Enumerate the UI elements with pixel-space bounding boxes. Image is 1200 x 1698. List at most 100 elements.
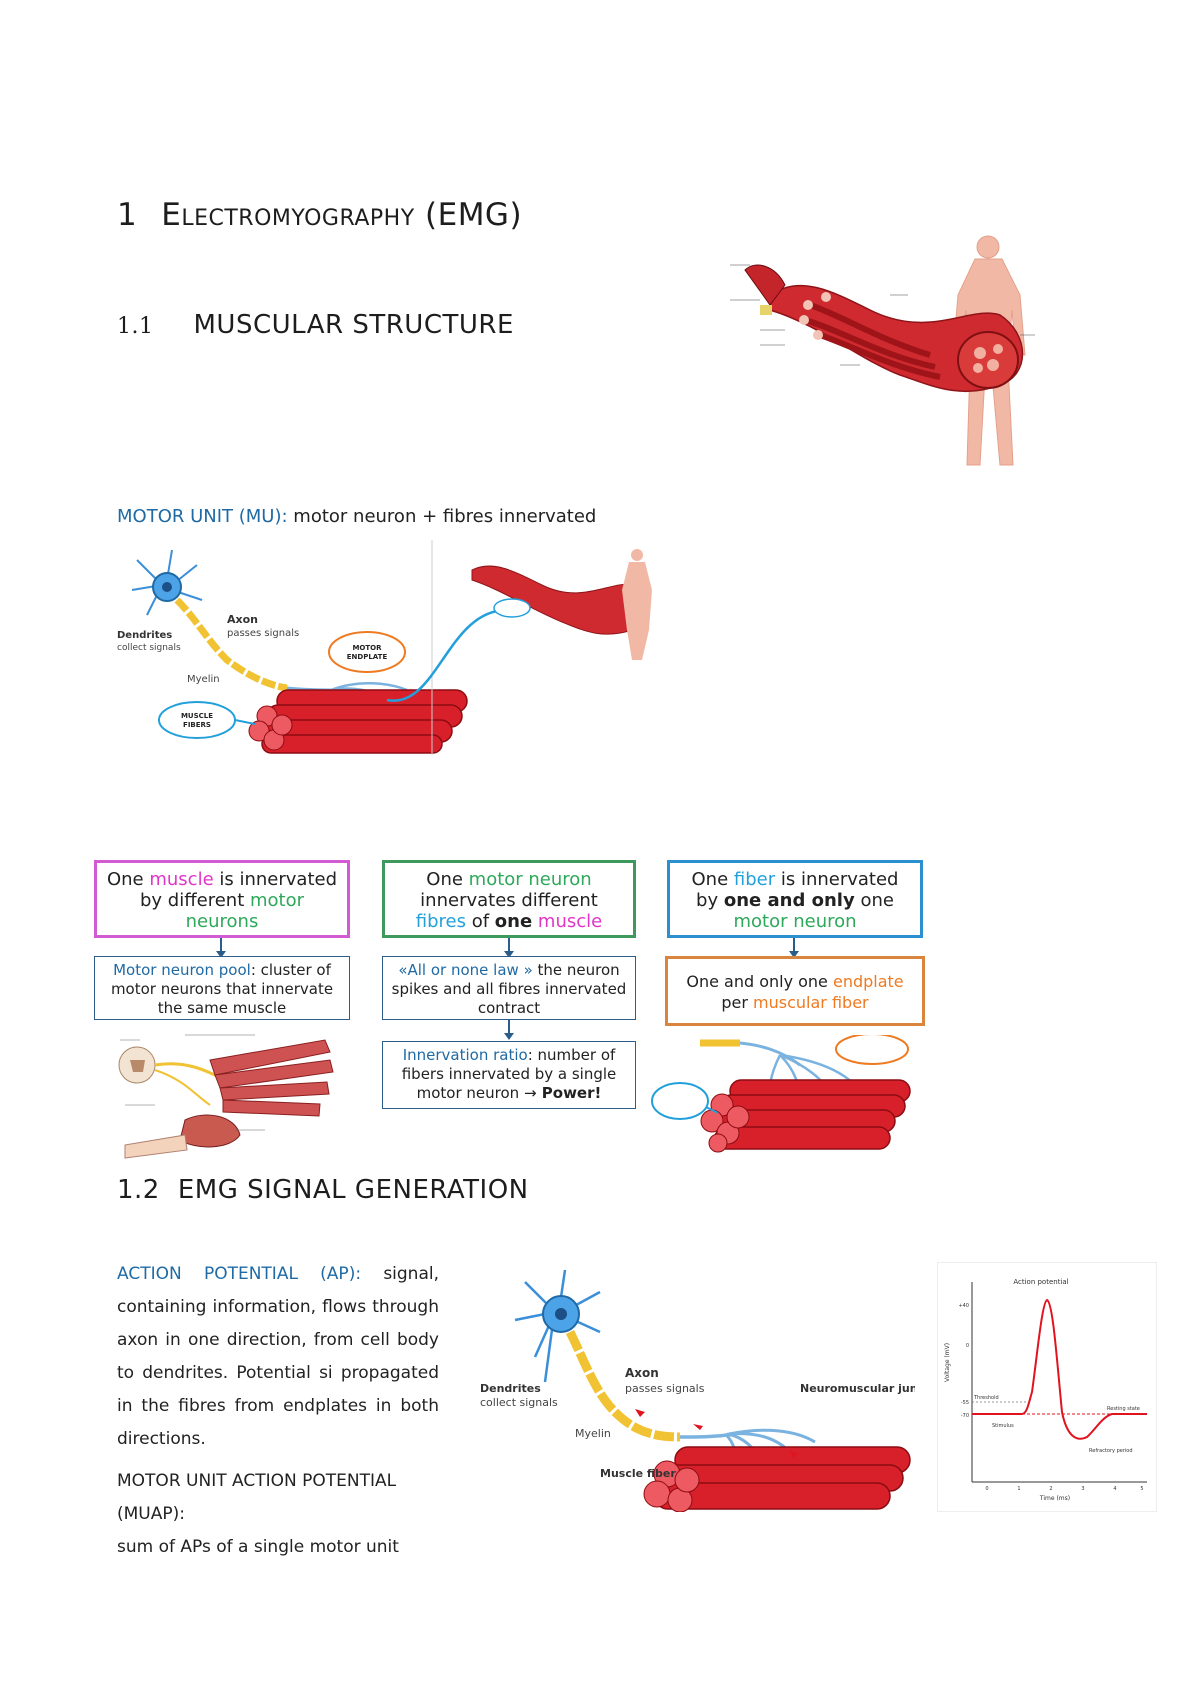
text-part-motor-neuron: motor neuron bbox=[468, 869, 592, 890]
x-tick: 5 bbox=[1140, 1486, 1143, 1492]
arrow-down bbox=[789, 938, 799, 958]
text-part: One bbox=[106, 869, 150, 890]
section-title: MUSCULAR STRUCTURE bbox=[193, 310, 514, 340]
motor-unit-definition: MOTOR UNIT (MU): motor neuron + fibres i… bbox=[117, 506, 596, 527]
section-number: 1.2 bbox=[117, 1175, 160, 1205]
dendrites-sub-label: collect signals bbox=[117, 643, 181, 653]
resting-label: Resting state bbox=[1107, 1406, 1140, 1412]
action-potential-chart: Action potential Voltage (mV) Time (ms) … bbox=[937, 1262, 1157, 1512]
text-part-muscle: muscle bbox=[149, 869, 214, 890]
x-tick: 0 bbox=[985, 1486, 988, 1492]
refractory-label: Refractory period bbox=[1089, 1448, 1133, 1454]
text-part: one bbox=[854, 890, 894, 911]
motor-unit-term: MOTOR UNIT (MU): bbox=[117, 506, 288, 527]
motor-unit-diagram: Axon passes signals Dendrites collect si… bbox=[117, 540, 652, 755]
text-part: is innervated by bbox=[696, 869, 899, 911]
box-muscle-innervation: One muscle is innervated by different mo… bbox=[94, 860, 350, 938]
muscle-anatomy-figure bbox=[730, 235, 1035, 466]
text-part-ratio: Innervation ratio bbox=[402, 1046, 528, 1064]
myelin-label: Myelin bbox=[575, 1427, 611, 1440]
stimulus-label: Stimulus bbox=[992, 1423, 1014, 1429]
dendrites-sub-label: collect signals bbox=[480, 1396, 558, 1409]
text-part-endplate: endplate bbox=[832, 972, 904, 991]
axon-sub-label: passes signals bbox=[227, 628, 299, 639]
text-part: One and only one bbox=[686, 972, 833, 991]
text-part-law: «All or none law » bbox=[398, 961, 533, 979]
section-title: EMG SIGNAL GENERATION bbox=[177, 1175, 529, 1205]
neuromuscular-junction-diagram: Axon passes signals Dendrites collect si… bbox=[480, 1269, 915, 1512]
chart-xlabel: Time (ms) bbox=[1039, 1495, 1070, 1502]
section-number: 1.1 bbox=[117, 314, 154, 339]
dendrites-label: Dendrites bbox=[117, 630, 172, 641]
action-potential-term: ACTION POTENTIAL (AP): bbox=[117, 1264, 362, 1284]
box-fiber-innervation: One fiber is innervated by one and only … bbox=[667, 860, 923, 938]
action-potential-paragraph: ACTION POTENTIAL (AP): signal, containin… bbox=[117, 1258, 439, 1456]
text-part-arrow: → bbox=[523, 1084, 537, 1102]
y-tick: -55 bbox=[961, 1400, 969, 1406]
y-tick: 0 bbox=[966, 1343, 969, 1349]
section-1-1-heading: 1.1 MUSCULAR STRUCTURE bbox=[117, 310, 514, 340]
dendrites-label: Dendrites bbox=[480, 1382, 541, 1395]
axon-sub-label: passes signals bbox=[625, 1382, 705, 1395]
arrow-down bbox=[216, 938, 226, 958]
nmj-label: Neuromuscular junction bbox=[800, 1382, 915, 1395]
text-part-muscle: muscle bbox=[537, 911, 603, 932]
y-tick: -70 bbox=[961, 1413, 969, 1419]
section-title: Electromyography (EMG) bbox=[161, 197, 523, 233]
text-part: per bbox=[721, 993, 754, 1012]
muap-text: sum of APs of a single motor unit bbox=[117, 1537, 399, 1557]
text-part: One bbox=[691, 869, 734, 890]
text-part-motor-neurons: motor neurons bbox=[185, 890, 304, 932]
box-innervation-ratio: Innervation ratio: number of fibers inne… bbox=[382, 1041, 636, 1109]
neuron-cell-body bbox=[131, 549, 203, 616]
fiber-endplate-figure bbox=[651, 1035, 911, 1153]
muscle-fiber-bundle bbox=[248, 689, 468, 754]
text-part-power: Power! bbox=[536, 1084, 602, 1102]
text-part: the neuron spikes and all fibres innerva… bbox=[391, 961, 627, 1017]
x-tick: 3 bbox=[1081, 1486, 1084, 1492]
arrow-down bbox=[504, 938, 514, 958]
text-part-fibres: fibres bbox=[415, 911, 466, 932]
text-part-one: one bbox=[494, 911, 533, 932]
text-part-motor-neuron: motor neuron bbox=[733, 911, 857, 932]
text-part: innervates different bbox=[420, 890, 598, 911]
axon-label: Axon bbox=[227, 613, 258, 626]
action-potential-curve bbox=[972, 1298, 1147, 1440]
text-part-muscular-fiber: muscular fiber bbox=[753, 993, 869, 1012]
box-endplate: One and only one endplate per muscular f… bbox=[665, 956, 925, 1026]
x-tick: 1 bbox=[1017, 1486, 1020, 1492]
text-part: is innervated by different bbox=[140, 869, 338, 911]
threshold-label: Threshold bbox=[973, 1395, 999, 1401]
chart-frame bbox=[937, 1262, 1157, 1512]
action-potential-text: signal, containing information, flows th… bbox=[117, 1264, 440, 1449]
text-part: of bbox=[466, 911, 495, 932]
muscle-fiber-label: Muscle fiber bbox=[600, 1467, 676, 1480]
section-1-2-heading: 1.2 EMG SIGNAL GENERATION bbox=[117, 1175, 529, 1205]
motor-unit-text: motor neuron + fibres innervated bbox=[287, 506, 597, 527]
box-all-or-none-law: «All or none law » the neuron spikes and… bbox=[382, 956, 636, 1020]
inset-anatomy bbox=[471, 549, 652, 660]
y-tick: +40 bbox=[958, 1303, 969, 1309]
myelin-label: Myelin bbox=[187, 674, 220, 685]
box-motor-neuron: One motor neuron innervates different fi… bbox=[382, 860, 636, 938]
text-part-one-and-only: one and only bbox=[723, 890, 855, 911]
text-part: One bbox=[426, 869, 469, 890]
chart-ylabel: Voltage (mV) bbox=[944, 1343, 951, 1382]
muap-paragraph: MOTOR UNIT ACTION POTENTIAL (MUAP): sum … bbox=[117, 1465, 457, 1564]
axon-label: Axon bbox=[625, 1366, 659, 1380]
muap-term: MOTOR UNIT ACTION POTENTIAL (MUAP): bbox=[117, 1471, 397, 1524]
box-motor-neuron-pool: Motor neuron pool: cluster of motor neur… bbox=[94, 956, 350, 1020]
text-part: : cluster of motor neurons that innervat… bbox=[110, 961, 334, 1017]
hand-motor-pool-figure bbox=[118, 1034, 334, 1159]
section-1-heading: 1 Electromyography (EMG) bbox=[117, 197, 522, 233]
chart-title: Action potential bbox=[1013, 1278, 1068, 1286]
text-part-pool: Motor neuron pool bbox=[113, 961, 251, 979]
section-number: 1 bbox=[117, 197, 138, 233]
arrow-down bbox=[504, 1020, 514, 1040]
text-part-fiber: fiber bbox=[733, 869, 776, 890]
text-part: : number of fibers innervated by a singl… bbox=[401, 1046, 617, 1102]
x-tick: 4 bbox=[1113, 1486, 1116, 1492]
x-tick: 2 bbox=[1049, 1486, 1052, 1492]
